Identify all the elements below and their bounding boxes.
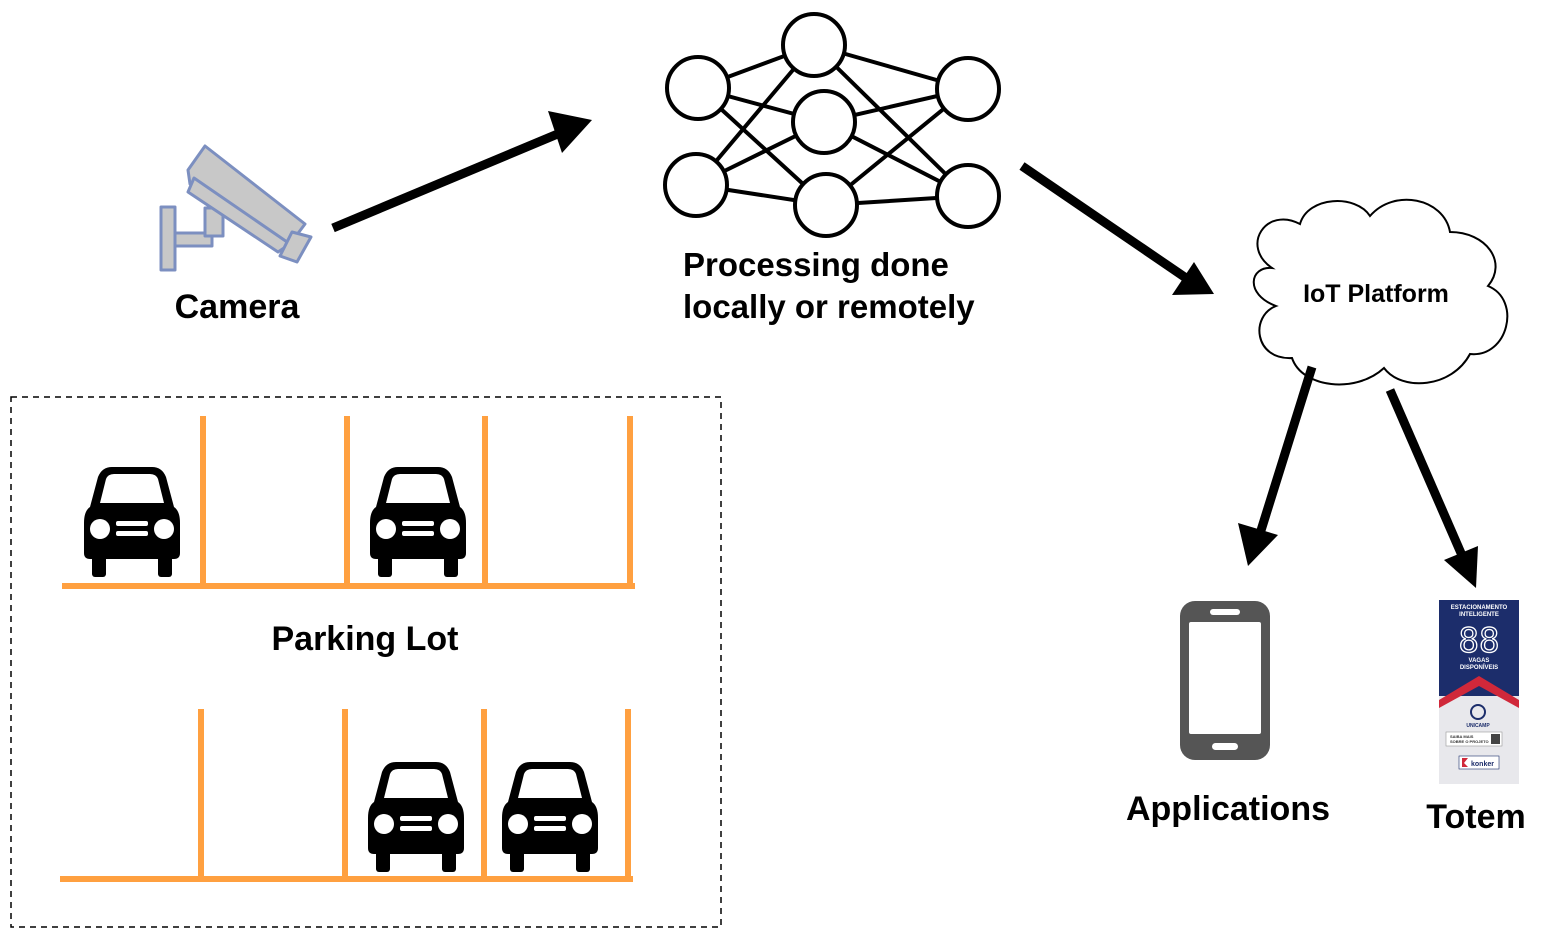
totem-caption-line2: DISPONÍVEIS — [1460, 663, 1498, 671]
totem-header-line1: ESTACIONAMENTO — [1451, 605, 1508, 611]
totem-caption-line1: VAGAS — [1469, 658, 1490, 664]
arrow-processing-to-platform — [1019, 162, 1214, 295]
konker-logo-icon — [1462, 758, 1468, 767]
neural-network-icon — [663, 12, 1001, 238]
totem-display: ESTACIONAMENTO INTELIGENTE 88 VAGAS DISP… — [1439, 600, 1519, 784]
qr-code-icon — [1491, 734, 1500, 744]
totem-header-line2: INTELIGENTE — [1459, 612, 1499, 618]
totem-university: UNICAMP — [1466, 723, 1490, 729]
totem-info-line1: SAIBA MAIS — [1450, 734, 1474, 739]
arrow-platform-to-totem — [1385, 388, 1478, 588]
cloud-icon — [1252, 198, 1509, 386]
parking-lot-boundary — [10, 396, 722, 928]
totem-label: Totem — [1426, 798, 1525, 836]
iot-platform-label: IoT Platform — [1303, 280, 1449, 308]
processing-label-line1: Processing done — [683, 246, 949, 283]
totem-available-count: 88 — [1459, 621, 1500, 661]
security-camera-icon — [159, 144, 313, 272]
processing-label-line2: locally or remotely — [683, 288, 975, 325]
parking-lot-label: Parking Lot — [271, 620, 458, 658]
smartphone-icon — [1180, 601, 1270, 760]
camera-label: Camera — [175, 288, 301, 326]
totem-info-line2: SOBRE O PROJETO — [1450, 739, 1489, 744]
totem-brand: konker — [1471, 761, 1494, 768]
university-logo-icon — [1470, 704, 1486, 720]
parking-lines-bottom-row — [60, 709, 633, 882]
car-icon — [502, 762, 598, 872]
arrow-platform-to-applications — [1238, 365, 1317, 566]
car-icon — [368, 762, 464, 872]
car-icon — [370, 467, 466, 577]
applications-label: Applications — [1126, 790, 1330, 828]
arrow-camera-to-processing — [331, 111, 592, 233]
car-icon — [84, 467, 180, 577]
parking-lines-top-row — [62, 416, 635, 589]
